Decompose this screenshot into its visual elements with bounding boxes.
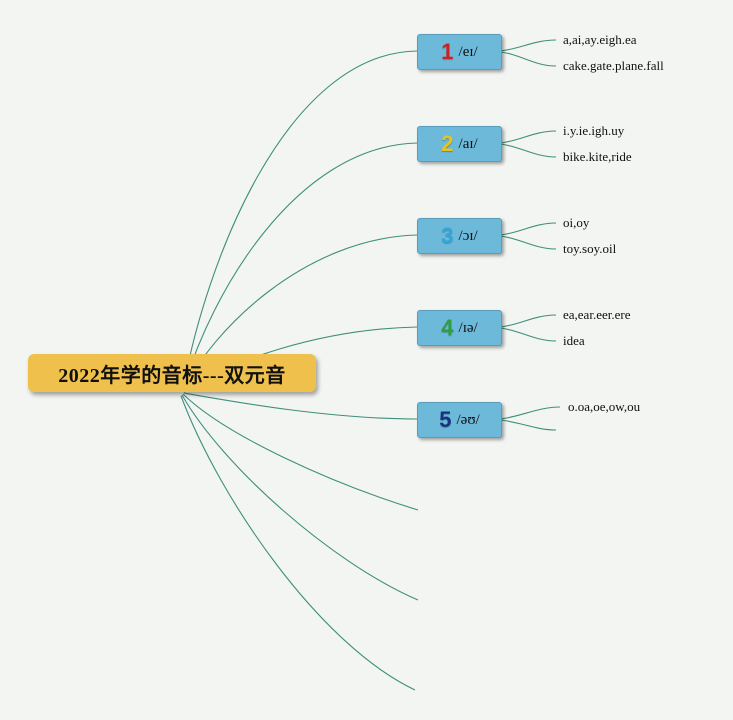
child-curve bbox=[499, 406, 561, 420]
branch-number: 5 bbox=[439, 407, 452, 432]
branch-curve bbox=[183, 392, 418, 420]
child-curve bbox=[499, 51, 557, 67]
branch-phonetic-label: /ɔɪ/ bbox=[458, 227, 478, 244]
branch-curve-empty bbox=[181, 394, 419, 601]
branch-phonetic-label: /ɪə/ bbox=[458, 319, 478, 336]
branch-phonetic-label: /əʊ/ bbox=[456, 411, 480, 428]
child-topic[interactable]: a,ai,ay.eigh.ea bbox=[563, 32, 637, 47]
root-topic[interactable]: 2022年学的音标---双元音 bbox=[28, 354, 316, 392]
child-topic[interactable]: toy.soy.oil bbox=[563, 241, 617, 256]
branch-number: 3 bbox=[441, 223, 454, 248]
branch-node-5[interactable]: 5 /əʊ/ bbox=[417, 402, 502, 438]
child-curve bbox=[499, 419, 557, 431]
child-topic[interactable]: idea bbox=[563, 333, 585, 348]
branch-number: 4 bbox=[441, 315, 454, 340]
child-curve bbox=[499, 235, 557, 250]
child-topic[interactable]: o.oa,oe,ow,ou bbox=[568, 399, 641, 414]
child-curve bbox=[499, 130, 557, 144]
child-topic[interactable]: bike.kite,ride bbox=[563, 149, 632, 164]
child-curve bbox=[499, 143, 557, 158]
branch-curve bbox=[182, 142, 418, 391]
branch-number: 2 bbox=[441, 131, 454, 156]
branch-node-2[interactable]: 2 /aɪ/ bbox=[417, 126, 502, 162]
child-topic[interactable]: oi,oy bbox=[563, 215, 590, 230]
child-curve bbox=[499, 39, 557, 52]
branch-curve bbox=[182, 50, 418, 391]
branch-node-4[interactable]: 4 /ɪə/ bbox=[417, 310, 502, 346]
child-topic[interactable]: ea,ear.eer.ere bbox=[563, 307, 631, 322]
branch-node-3[interactable]: 3 /ɔɪ/ bbox=[417, 218, 502, 254]
child-topic[interactable]: i.y.ie.igh.uy bbox=[563, 123, 625, 138]
branch-phonetic-label: /eɪ/ bbox=[458, 43, 478, 60]
child-topic[interactable]: cake.gate.plane.fall bbox=[563, 58, 664, 73]
child-curve bbox=[499, 222, 557, 236]
branch-node-1[interactable]: 1 /eɪ/ bbox=[417, 34, 502, 70]
branch-curve-empty bbox=[180, 395, 416, 691]
branch-curve-empty bbox=[182, 393, 419, 511]
child-curve bbox=[499, 327, 557, 342]
branch-phonetic-label: /aɪ/ bbox=[458, 135, 478, 152]
child-curve bbox=[499, 314, 557, 328]
branch-number: 1 bbox=[441, 39, 454, 64]
